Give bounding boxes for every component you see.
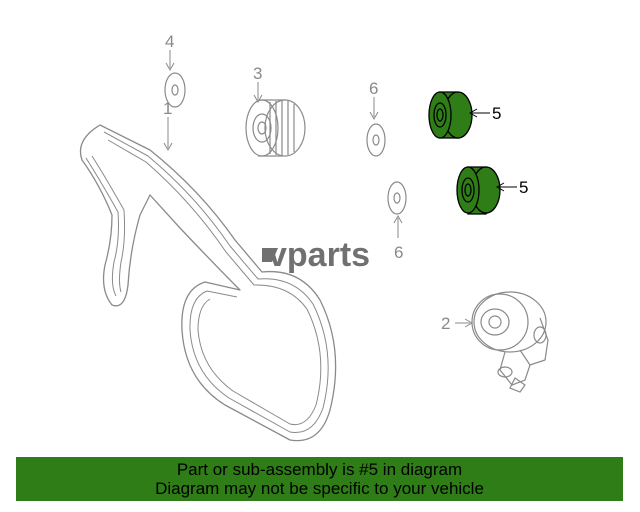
watermark-text: vparts	[268, 236, 370, 274]
washer-6-upper	[366, 123, 386, 157]
idler-pulley-lower	[456, 166, 501, 215]
parts-diagram: 4 3 1 6 6 2 5 5 vparts	[79, 32, 549, 442]
callout-4: 4	[165, 32, 174, 51]
belt-tensioner	[471, 291, 549, 393]
callout-6-upper: 6	[369, 79, 378, 98]
idler-pulley-upper	[428, 91, 473, 139]
callout-3: 3	[253, 64, 262, 83]
vparts-logo: vparts	[262, 236, 370, 274]
logo-mark-icon	[262, 248, 278, 262]
callout-2: 2	[441, 314, 450, 333]
info-banner: Part or sub-assembly is #5 in diagram Di…	[16, 457, 623, 501]
alternator-pulley	[245, 99, 306, 157]
washer-4	[164, 72, 186, 108]
washer-6-lower	[387, 181, 407, 215]
callout-6-lower: 6	[394, 243, 403, 262]
banner-line-2: Diagram may not be specific to your vehi…	[155, 479, 484, 498]
leader-lines-highlight	[468, 108, 517, 192]
leader-lines	[163, 50, 474, 328]
callout-5-upper: 5	[492, 104, 501, 123]
callout-5-lower: 5	[519, 178, 528, 197]
banner-line-1: Part or sub-assembly is #5 in diagram	[176, 460, 463, 479]
callout-1: 1	[163, 99, 172, 118]
serpentine-belt	[79, 124, 337, 442]
